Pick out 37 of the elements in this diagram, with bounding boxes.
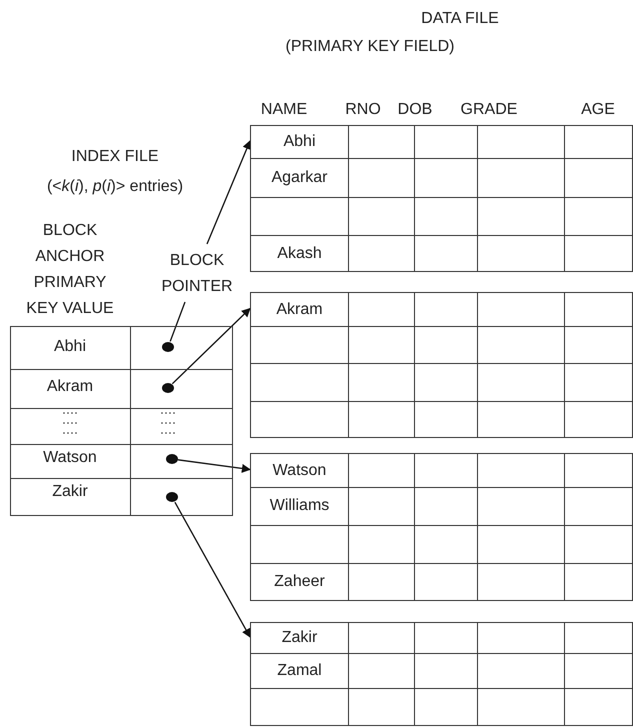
record-name: Zakir — [280, 628, 318, 648]
record-name: Williams — [268, 496, 330, 516]
file-heading: DATA FILE — [421, 9, 499, 29]
data-block — [250, 292, 633, 438]
column-heading: BLOCK ANCHOR PRIMARY KEY VALUE — [25, 221, 115, 319]
key-value: Abhi — [54, 337, 86, 357]
field-note: (PRIMARY KEY FIELD) — [286, 37, 454, 57]
arrow — [206, 140, 252, 244]
arrow — [174, 502, 251, 638]
leader-line — [170, 302, 186, 342]
record-name: Akash — [276, 244, 323, 264]
record-name: Watson — [272, 460, 328, 480]
column-header: RNO — [345, 100, 381, 120]
column-header: NAME — [260, 100, 308, 120]
key-value: Zakir — [52, 482, 88, 502]
arrow — [172, 308, 251, 384]
entry-format-note: (<k(i), p(i)> entries) — [46, 177, 184, 197]
record-name: Agarkar — [270, 168, 329, 188]
record-name: Zaheer — [273, 572, 326, 592]
column-header: GRADE — [460, 100, 518, 120]
data-block — [250, 622, 633, 726]
key-value: Watson — [43, 448, 97, 468]
record-name: Akram — [275, 300, 324, 320]
pointer-dot — [166, 492, 178, 502]
column-header: AGE — [581, 100, 615, 120]
record-name: Abhi — [282, 132, 317, 152]
column-header: DOB — [398, 100, 432, 120]
data-block — [250, 453, 633, 601]
pointer-dot — [162, 342, 174, 352]
pointer-caption: BLOCK POINTER — [152, 248, 242, 300]
data-block — [250, 125, 633, 272]
pointer-dot — [166, 454, 178, 464]
pointer-dot — [162, 383, 174, 393]
record-name: Zamal — [276, 660, 323, 680]
key-value: Akram — [46, 377, 94, 397]
file-heading: INDEX FILE — [71, 147, 159, 167]
arrow — [178, 459, 251, 473]
